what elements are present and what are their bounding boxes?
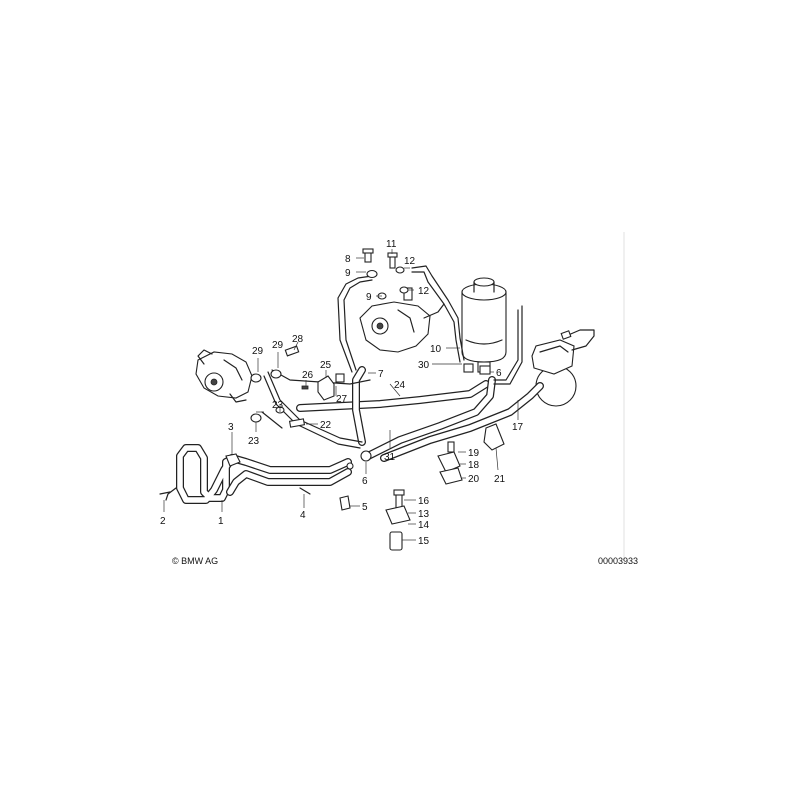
fluid-reservoir <box>461 277 507 373</box>
callout-24: 24 <box>394 380 406 391</box>
callout-13: 13 <box>418 509 430 520</box>
callout-15: 15 <box>418 536 430 547</box>
diagram-number: 00003933 <box>598 556 638 566</box>
oil-cooler-line-part-1 <box>165 444 354 504</box>
power-steering-pump <box>195 349 253 403</box>
callout-21: 21 <box>494 474 506 485</box>
callout-6-upper: 6 <box>496 368 502 379</box>
callout-30: 30 <box>418 360 430 371</box>
callout-18: 18 <box>468 460 480 471</box>
callout-2: 2 <box>160 516 166 527</box>
callout-9-upper: 9 <box>345 268 351 279</box>
callout-9-lower: 9 <box>366 292 372 303</box>
callout-23-upper: 23 <box>272 400 284 411</box>
callout-11: 11 <box>386 239 397 250</box>
callout-25: 25 <box>320 360 332 371</box>
callout-16: 16 <box>418 496 430 507</box>
steering-gear-box <box>359 287 445 353</box>
callout-19: 19 <box>468 448 480 459</box>
callout-4: 4 <box>300 510 306 521</box>
callout-6-lower: 6 <box>362 476 368 487</box>
callout-10: 10 <box>430 344 442 355</box>
callout-26: 26 <box>302 370 314 381</box>
callout-7: 7 <box>378 369 384 380</box>
callout-14: 14 <box>418 520 430 531</box>
callout-labels: 1 2 3 4 5 6 6 7 8 9 9 10 11 12 12 13 14 … <box>160 239 524 547</box>
callout-23-lower: 23 <box>248 436 260 447</box>
callout-5: 5 <box>362 502 368 513</box>
copyright-label: © BMW AG <box>172 556 218 566</box>
callout-12-upper: 12 <box>404 256 416 267</box>
callout-12-lower: 12 <box>418 286 430 297</box>
callout-27: 27 <box>336 394 348 405</box>
small-parts <box>159 248 505 551</box>
callout-28: 28 <box>292 334 304 345</box>
callout-3: 3 <box>228 422 234 433</box>
pressure-accumulator <box>531 329 595 407</box>
callout-22: 22 <box>320 420 332 431</box>
hose-lines <box>261 265 544 462</box>
callout-31: 31 <box>384 452 396 463</box>
callout-29-right: 29 <box>272 340 284 351</box>
callout-29-left: 29 <box>252 346 264 357</box>
callout-8: 8 <box>345 254 351 265</box>
callout-17: 17 <box>512 422 524 433</box>
callout-1: 1 <box>218 516 224 527</box>
leader-lines <box>163 249 519 541</box>
callout-20: 20 <box>468 474 480 485</box>
